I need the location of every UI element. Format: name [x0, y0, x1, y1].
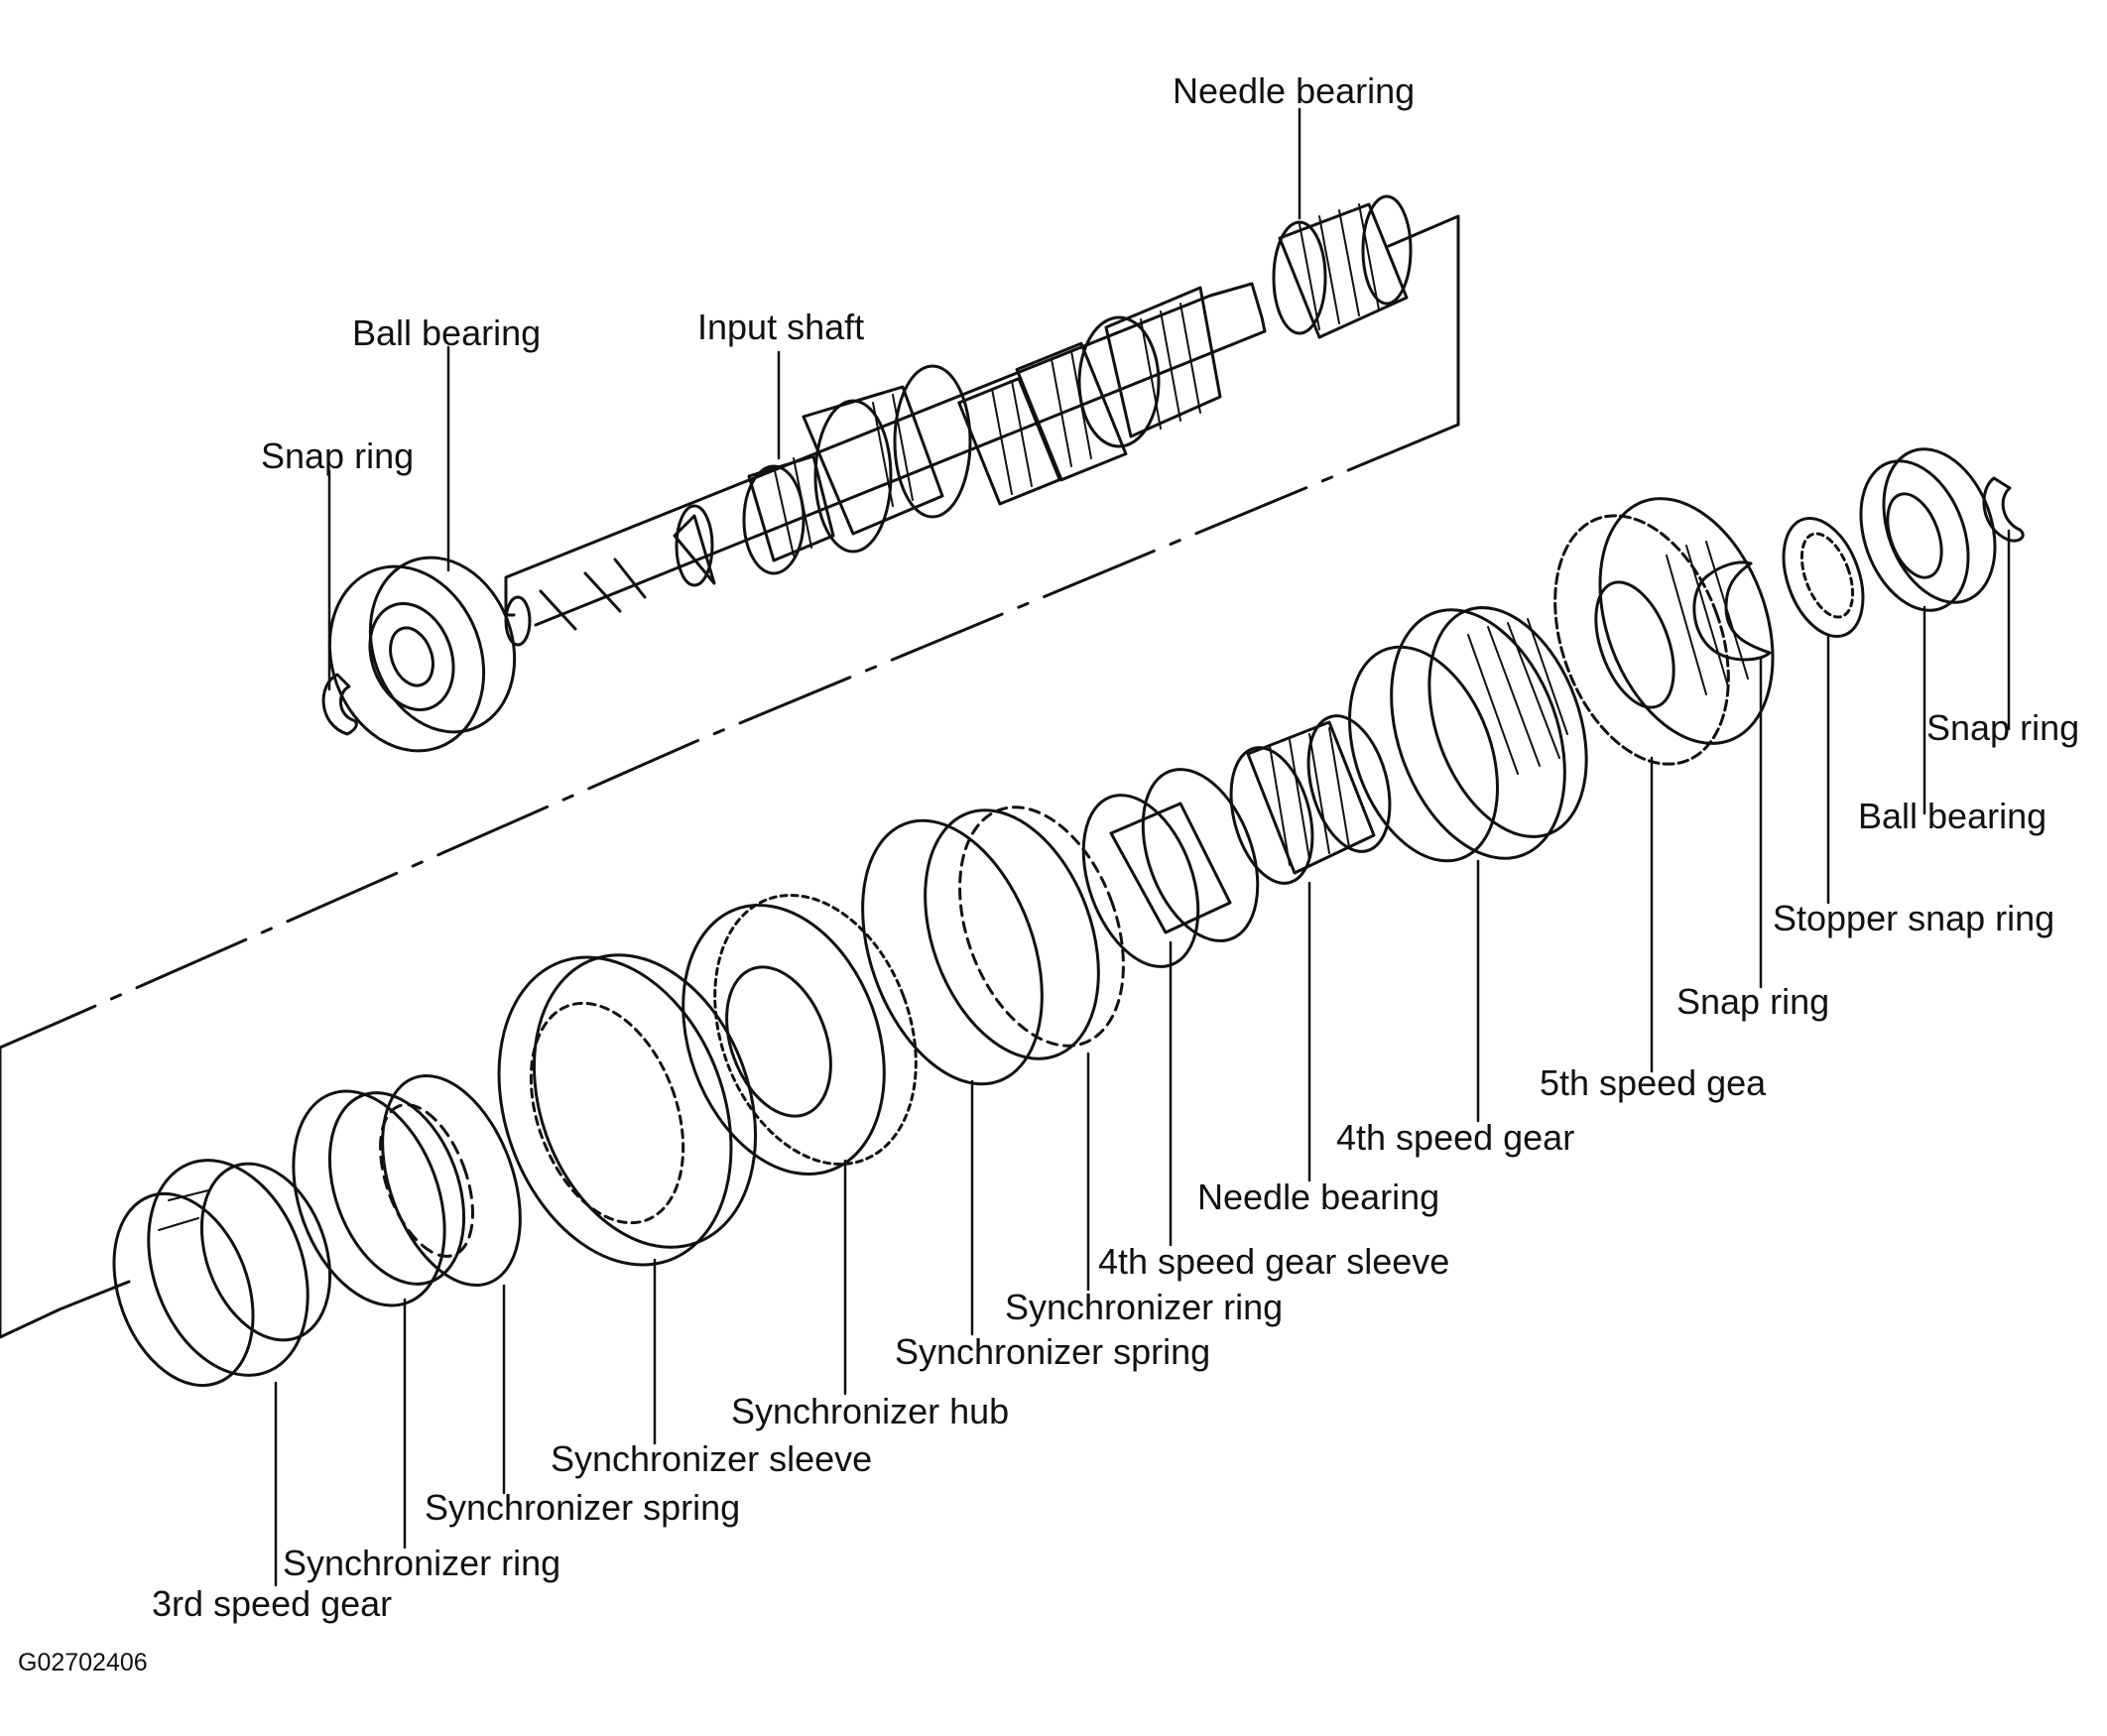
- stopper-snap-ring: [1782, 516, 1865, 639]
- label-fourth-speed-gear-sleeve: 4th speed gear sleeve: [1098, 1241, 1450, 1282]
- snap-ring-lower: [1692, 560, 1772, 662]
- synchronizer-spring-1: [381, 1073, 522, 1288]
- fifth-speed-gear: [1553, 497, 1775, 766]
- synchronizer-hub: [682, 893, 918, 1177]
- snap-ring-right: [1982, 476, 2025, 543]
- leader-lines: [274, 107, 2011, 1587]
- label-synchronizer-spring-1: Synchronizer spring: [425, 1487, 741, 1528]
- label-third-speed-gear: 3rd speed gear: [152, 1583, 393, 1624]
- label-stopper-snap-ring: Stopper snap ring: [1773, 898, 2055, 938]
- fourth-speed-gear: [1347, 606, 1588, 863]
- label-snap-ring-right: Snap ring: [1926, 707, 2080, 748]
- input-shaft: [504, 282, 1267, 647]
- label-snap-ring-upper: Snap ring: [261, 435, 415, 476]
- synchronizer-ring-1: [292, 1089, 474, 1307]
- third-speed-gear: [112, 1159, 332, 1388]
- label-needle-bearing-upper: Needle bearing: [1173, 70, 1416, 111]
- label-ball-bearing-lower: Ball bearing: [1858, 796, 2047, 836]
- label-synchronizer-hub: Synchronizer hub: [731, 1391, 1010, 1431]
- needle-bearing-lower: [1229, 714, 1392, 885]
- label-synchronizer-sleeve: Synchronizer sleeve: [551, 1438, 873, 1479]
- ball-bearing-lower: [1859, 447, 1997, 612]
- label-fourth-speed-gear: 4th speed gear: [1336, 1117, 1575, 1158]
- snap-ring-upper: [321, 673, 358, 736]
- figure-code: G02702406: [18, 1649, 148, 1676]
- needle-bearing-upper: [1272, 194, 1413, 339]
- synchronizer-spring-2: [861, 818, 1044, 1086]
- label-synchronizer-spring-2: Synchronizer spring: [895, 1331, 1211, 1372]
- label-fifth-speed-gear: 5th speed gea: [1540, 1062, 1767, 1103]
- label-input-shaft: Input shaft: [697, 307, 865, 347]
- label-snap-ring-lower: Snap ring: [1676, 981, 1830, 1022]
- label-ball-bearing-upper: Ball bearing: [352, 312, 542, 353]
- label-synchronizer-ring-2: Synchronizer ring: [1005, 1287, 1284, 1327]
- label-synchronizer-ring-1: Synchronizer ring: [283, 1543, 561, 1583]
- label-needle-bearing-lower: Needle bearing: [1197, 1177, 1440, 1217]
- synchronizer-sleeve: [497, 953, 758, 1267]
- synchronizer-ring-2: [924, 806, 1125, 1060]
- fourth-speed-gear-sleeve: [1081, 768, 1260, 968]
- ball-bearing-upper: [327, 556, 517, 753]
